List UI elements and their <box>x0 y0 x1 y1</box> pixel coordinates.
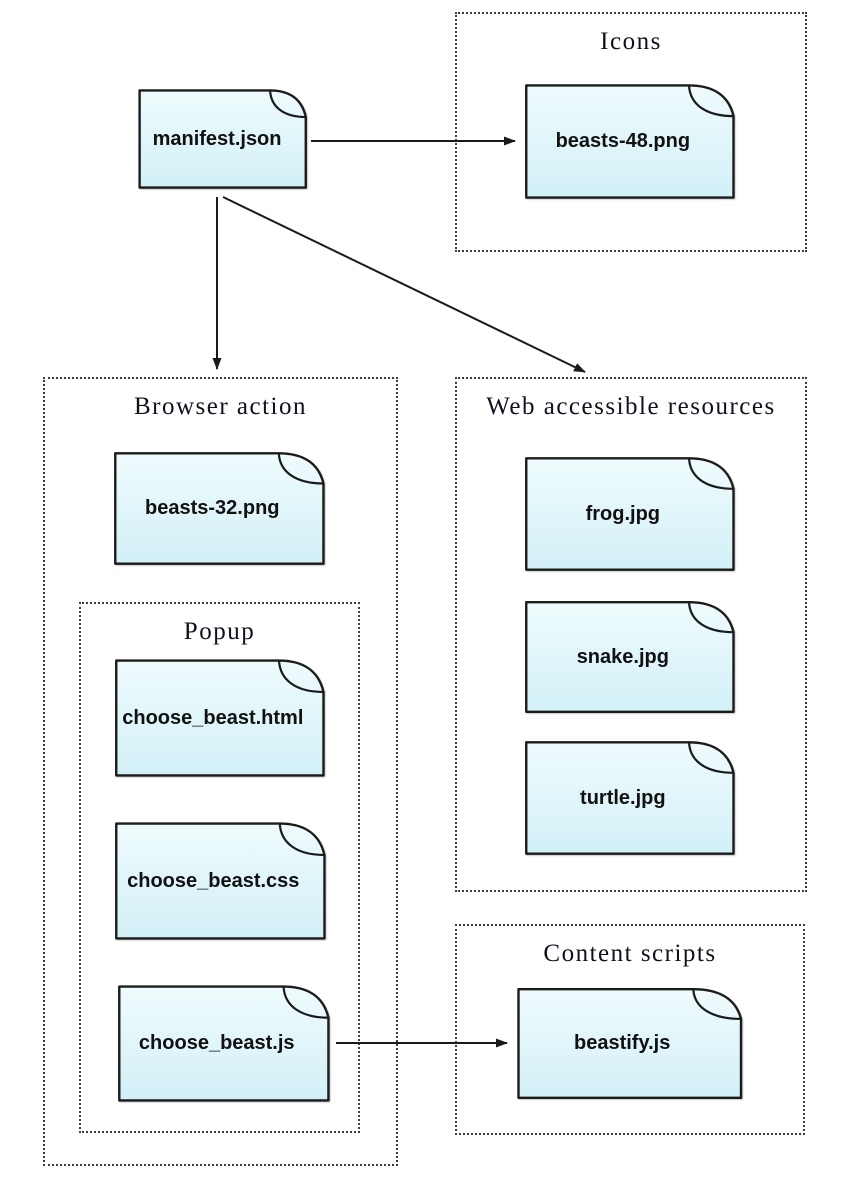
file-label: choose_beast.js <box>138 1032 295 1054</box>
file-node-choose-beast-css: choose_beast.css <box>113 816 331 946</box>
file-node-choose-beast-html: choose_beast.html <box>113 653 330 783</box>
group-popup-title: Popup <box>183 618 256 645</box>
group-browser-action: Browser action <box>43 377 398 1166</box>
group-content-scripts: Content scripts <box>455 924 805 1135</box>
group-browser-action-title: Browser action <box>133 393 308 420</box>
file-label: beasts-48.png <box>555 130 691 152</box>
file-icon <box>137 84 311 194</box>
file-label: choose_beast.css <box>127 869 300 892</box>
file-label: beasts-32.png <box>145 497 280 519</box>
file-node-snake: snake.jpg <box>523 595 740 719</box>
file-icon <box>116 979 335 1108</box>
file-label: frog.jpg <box>585 502 661 525</box>
file-node-beastify: beastify.js <box>515 982 748 1105</box>
file-node-beasts48: beasts-48.png <box>523 78 740 205</box>
group-web-accessible-resources: Web accessible resources <box>455 377 807 892</box>
group-icons-title: Icons <box>600 28 662 55</box>
file-label: manifest.json <box>152 127 282 150</box>
file-icon <box>523 735 740 861</box>
group-icons: Icons <box>455 12 807 252</box>
file-icon <box>523 451 740 577</box>
group-content-scripts-title: Content scripts <box>543 940 717 967</box>
group-web-accessible-resources-title: Web accessible resources <box>486 393 776 420</box>
file-icon <box>113 653 330 783</box>
file-label: snake.jpg <box>576 645 669 668</box>
file-icon <box>113 816 331 946</box>
file-node-turtle: turtle.jpg <box>523 735 740 861</box>
file-label: beastify.js <box>574 1032 671 1054</box>
file-icon <box>523 595 740 719</box>
file-label: turtle.jpg <box>580 786 666 809</box>
file-node-choose-beast-js: choose_beast.js <box>116 979 335 1108</box>
file-node-beasts32: beasts-32.png <box>112 446 330 571</box>
file-icon <box>515 982 748 1105</box>
file-icon <box>112 446 330 571</box>
file-label: choose_beast.html <box>122 706 304 729</box>
file-icon <box>523 78 740 205</box>
file-node-frog: frog.jpg <box>523 451 740 577</box>
group-popup: Popup <box>79 602 360 1133</box>
file-node-manifest: manifest.json <box>137 84 311 194</box>
